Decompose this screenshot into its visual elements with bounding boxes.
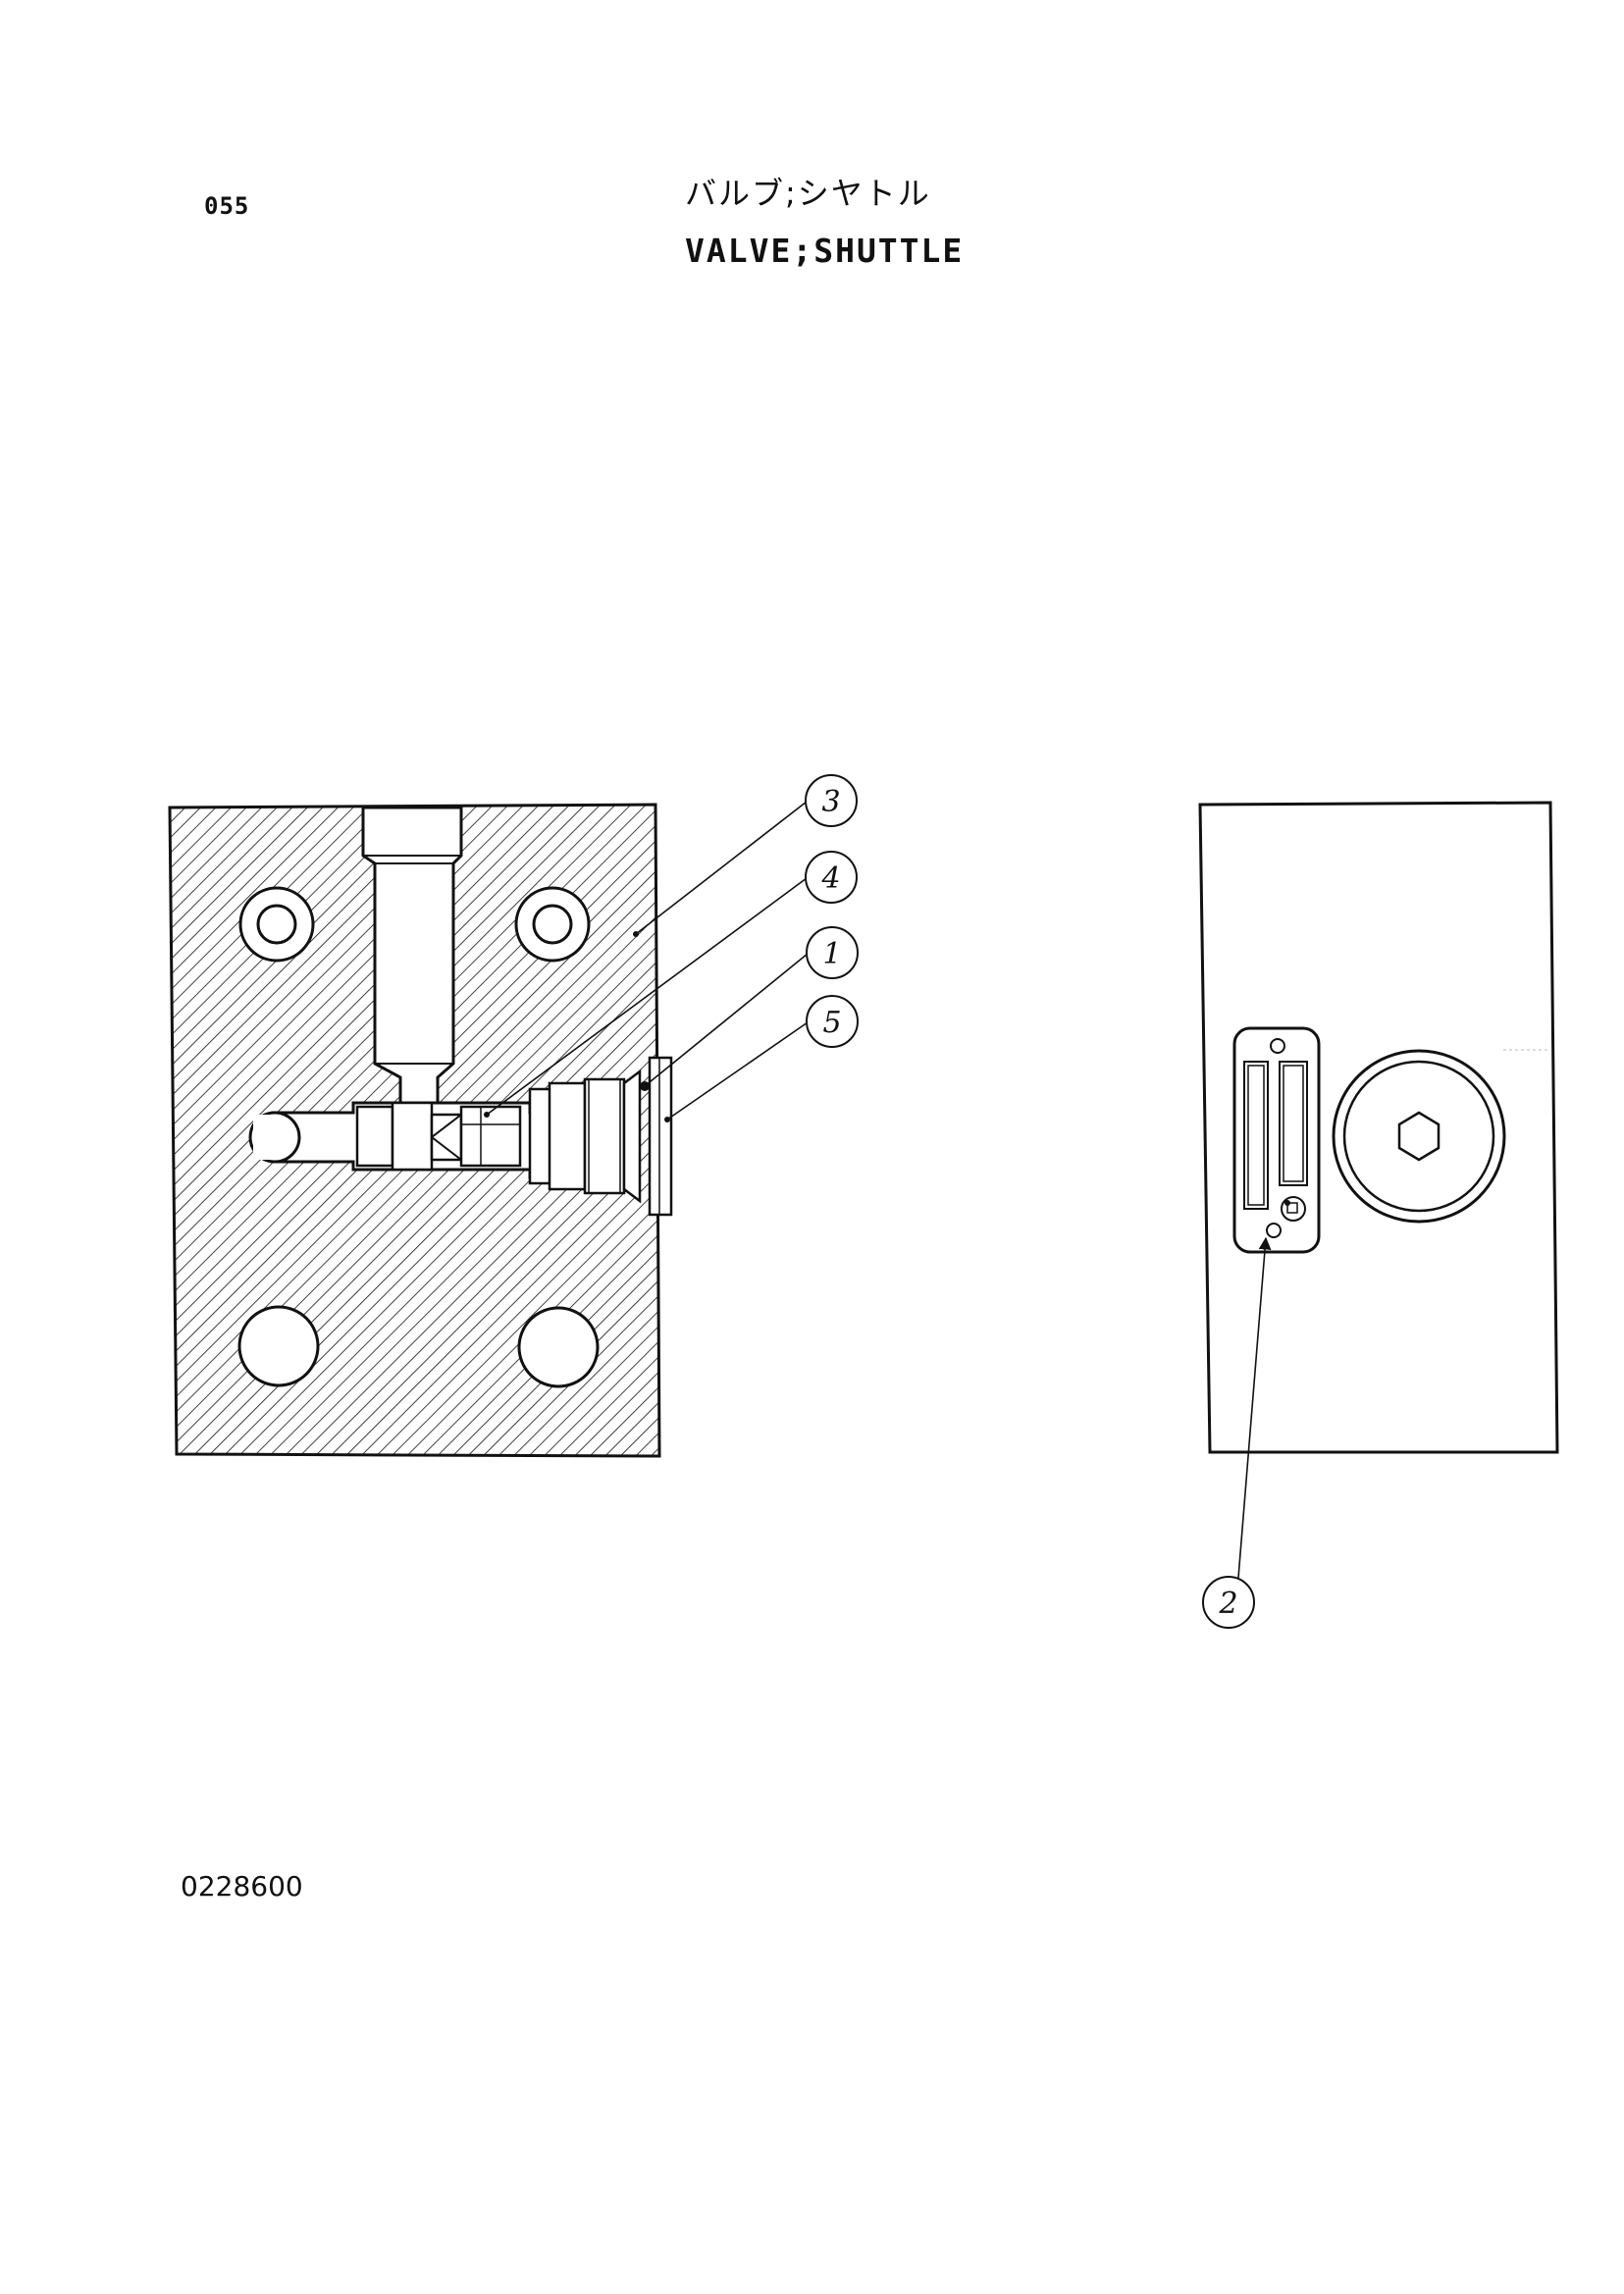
svg-text:5: 5	[822, 1006, 841, 1040]
title-japanese: バルブ;シヤトル	[685, 175, 931, 212]
page-number: 055	[204, 192, 250, 220]
callout-1: 1	[806, 926, 859, 979]
exterior-view: 2	[1198, 801, 1559, 1629]
callout-2: 2	[1202, 1576, 1255, 1629]
section-view	[168, 803, 673, 1458]
plug-face	[1332, 1049, 1550, 1224]
callout-leaders	[484, 801, 809, 1122]
callout-5: 5	[806, 995, 859, 1048]
vertical-port	[361, 806, 463, 1105]
shuttle-spool	[355, 1101, 522, 1172]
svg-text:3: 3	[821, 785, 840, 819]
svg-text:2: 2	[1218, 1587, 1237, 1621]
part-code: 0228600	[181, 1870, 303, 1903]
mounting-holes	[237, 886, 600, 1388]
nameplate	[1232, 1026, 1321, 1254]
svg-text:4: 4	[820, 861, 840, 896]
callout-3: 3	[805, 774, 858, 827]
title-english: VALVE;SHUTTLE	[685, 232, 965, 270]
hexagon-icon	[1397, 1111, 1441, 1162]
callout-2-leader	[1237, 1236, 1272, 1579]
plug	[528, 1056, 673, 1217]
callout-4: 4	[805, 851, 858, 904]
svg-text:1: 1	[822, 937, 841, 971]
